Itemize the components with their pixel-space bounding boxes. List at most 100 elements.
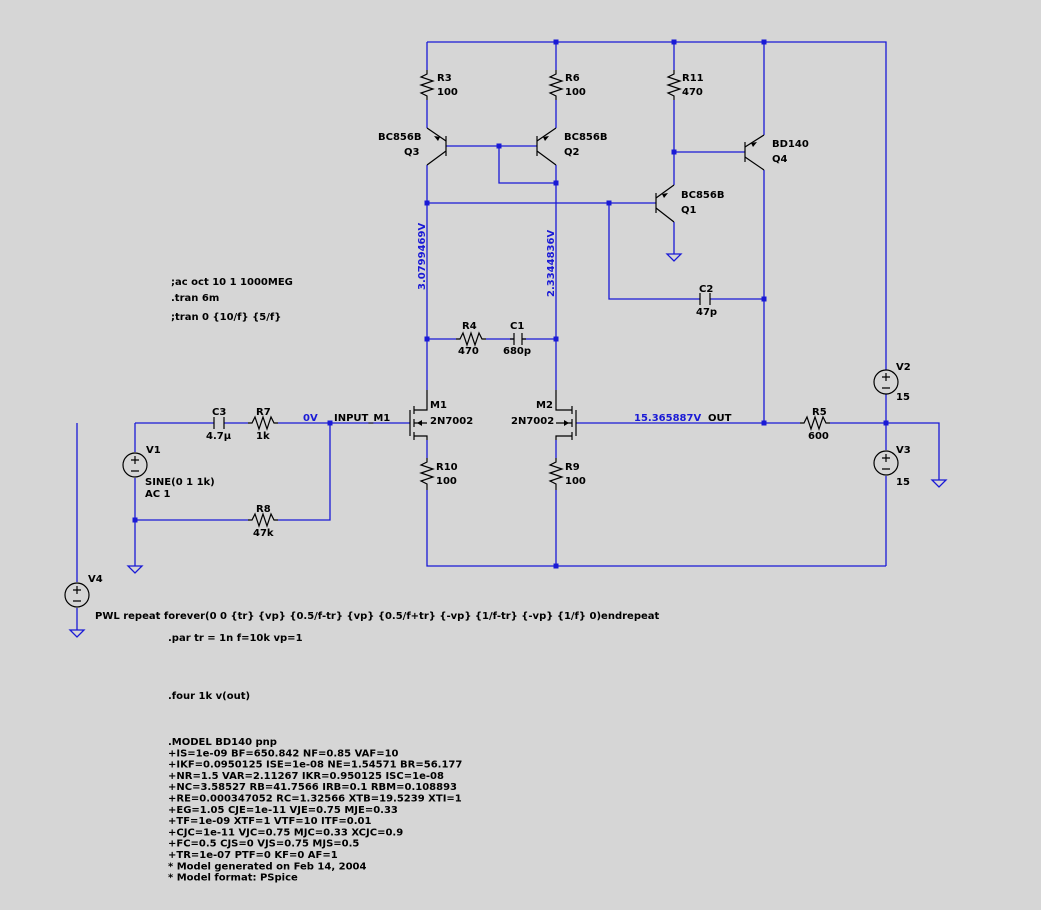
mosfet-m1: M1 2N7002 (409, 390, 473, 440)
capacitor-c1: C1 680p (503, 321, 531, 357)
svg-text:R10: R10 (436, 462, 458, 473)
model-line: * Model format: PSpice (168, 873, 298, 884)
directive-tran-alt: ;tran 0 {10/f} {5/f} (171, 312, 281, 323)
svg-text:V1: V1 (146, 445, 161, 456)
svg-text:M1: M1 (430, 400, 447, 411)
directive-tran: .tran 6m (171, 293, 219, 304)
svg-text:R8: R8 (256, 504, 271, 515)
svg-text:R6: R6 (565, 73, 580, 84)
svg-text:R7: R7 (256, 407, 271, 418)
transistor-q3: BC856B Q3 (378, 127, 447, 166)
probe-voltage-out: 15.365887V (634, 413, 701, 424)
voltage-source-v1: V1 SINE(0 1 1k) AC 1 (122, 445, 215, 500)
resistor-r3: R3 100 (419, 70, 458, 100)
svg-text:C3: C3 (212, 407, 226, 418)
svg-text:V2: V2 (896, 362, 911, 373)
svg-text:100: 100 (437, 87, 458, 98)
svg-text:100: 100 (565, 476, 586, 487)
svg-text:1k: 1k (256, 431, 270, 442)
grounds (68, 253, 948, 638)
resistor-r10: R10 100 (419, 458, 458, 490)
svg-text:AC 1: AC 1 (145, 489, 171, 500)
ground-symbol-v1 (126, 565, 144, 574)
svg-text:470: 470 (682, 87, 703, 98)
directive-four: .four 1k v(out) (168, 691, 250, 702)
svg-text:100: 100 (436, 476, 457, 487)
mosfet-m2: M2 2N7002 (511, 390, 577, 440)
ground-symbol-out (930, 479, 948, 488)
wires (76, 41, 940, 630)
voltage-source-v2: V2 15 (873, 362, 911, 403)
svg-text:100: 100 (565, 87, 586, 98)
voltage-source-v4: V4 PWL repeat forever(0 0 {tr} {vp} {0.5… (64, 574, 660, 622)
svg-text:R3: R3 (437, 73, 452, 84)
svg-text:R5: R5 (812, 407, 827, 418)
ground-symbol-q1 (665, 253, 683, 262)
probe-voltage-left: 3.0799469V (417, 223, 428, 290)
svg-text:M2: M2 (536, 400, 553, 411)
model-line: +FC=0.5 CJS=0 VJS=0.75 MJS=0.5 (168, 839, 359, 850)
model-definition-block: .MODEL BD140 pnp+IS=1e-09 BF=650.842 NF=… (168, 737, 462, 884)
svg-text:BD140: BD140 (772, 139, 809, 150)
model-line: .MODEL BD140 pnp (168, 737, 277, 748)
resistor-r7: R7 1k (248, 407, 278, 442)
svg-text:470: 470 (458, 346, 479, 357)
net-label-out: OUT (708, 413, 732, 424)
svg-text:R9: R9 (565, 462, 580, 473)
resistor-r5: R5 600 (800, 407, 830, 442)
ground-symbol-v4 (68, 629, 86, 638)
resistor-r9: R9 100 (548, 458, 586, 490)
voltage-source-v3: V3 15 (873, 445, 911, 488)
svg-text:Q2: Q2 (564, 147, 580, 158)
capacitor-c2: C2 47p (696, 284, 717, 318)
svg-text:PWL repeat forever(0 0 {tr} {v: PWL repeat forever(0 0 {tr} {vp} {0.5/f-… (95, 611, 660, 622)
model-line: +RE=0.000347052 RC=1.32566 XTB=19.5239 X… (168, 794, 462, 805)
model-line: +TR=1e-07 PTF=0 KF=0 AF=1 (168, 850, 338, 861)
model-line: +NC=3.58527 RB=41.7566 IRB=0.1 RBM=0.108… (168, 782, 457, 793)
model-line: +NR=1.5 VAR=2.11267 IKR=0.950125 ISC=1e-… (168, 771, 444, 782)
transistor-q4: BD140 Q4 (744, 134, 809, 171)
junctions (132, 39, 889, 569)
probe-voltage-input: 0V (303, 413, 318, 424)
resistor-r8: R8 47k (248, 504, 278, 539)
model-line: * Model generated on Feb 14, 2004 (168, 861, 366, 872)
model-line: +TF=1e-09 XTF=1 VTF=10 ITF=0.01 (168, 816, 372, 827)
svg-text:2N7002: 2N7002 (511, 416, 554, 427)
resistor-r4: R4 470 (456, 321, 486, 357)
svg-text:600: 600 (808, 431, 829, 442)
model-line: +CJC=1e-11 VJC=0.75 MJC=0.33 XCJC=0.9 (168, 827, 403, 838)
resistor-r11: R11 470 (666, 70, 704, 100)
svg-text:BC856B: BC856B (378, 132, 421, 143)
directive-ac: ;ac oct 10 1 1000MEG (171, 277, 293, 288)
spice-directives: ;ac oct 10 1 1000MEG .tran 6m ;tran 0 {1… (168, 277, 303, 702)
svg-text:C2: C2 (699, 284, 713, 295)
model-line: +IS=1e-09 BF=650.842 NF=0.85 VAF=10 (168, 748, 399, 759)
svg-text:47k: 47k (253, 528, 274, 539)
svg-text:SINE(0 1 1k): SINE(0 1 1k) (145, 477, 215, 488)
svg-text:4.7µ: 4.7µ (206, 431, 232, 442)
model-line: +IKF=0.0950125 ISE=1e-08 NE=1.54571 BR=5… (168, 760, 462, 771)
svg-text:R4: R4 (462, 321, 477, 332)
svg-text:BC856B: BC856B (564, 132, 607, 143)
svg-text:15: 15 (896, 477, 910, 488)
svg-text:Q4: Q4 (772, 154, 788, 165)
svg-text:47p: 47p (696, 307, 717, 318)
svg-text:C1: C1 (510, 321, 524, 332)
svg-text:R11: R11 (682, 73, 704, 84)
svg-text:V3: V3 (896, 445, 911, 456)
svg-text:2N7002: 2N7002 (430, 416, 473, 427)
capacitor-c3: C3 4.7µ (206, 407, 232, 442)
svg-text:Q1: Q1 (681, 205, 697, 216)
svg-text:Q3: Q3 (404, 147, 420, 158)
svg-text:BC856B: BC856B (681, 190, 724, 201)
svg-text:V4: V4 (88, 574, 103, 585)
model-line: +EG=1.05 CJE=1e-11 VJE=0.75 MJE=0.33 (168, 805, 398, 816)
probe-voltage-right: 2.3344836V (546, 230, 557, 297)
net-label-input: INPUT_M1 (334, 413, 390, 424)
svg-text:15: 15 (896, 392, 910, 403)
transistor-q2: BC856B Q2 (536, 127, 607, 166)
resistor-r6: R6 100 (548, 70, 586, 100)
transistor-q1: BC856B Q1 (655, 184, 724, 223)
svg-text:680p: 680p (503, 346, 531, 357)
